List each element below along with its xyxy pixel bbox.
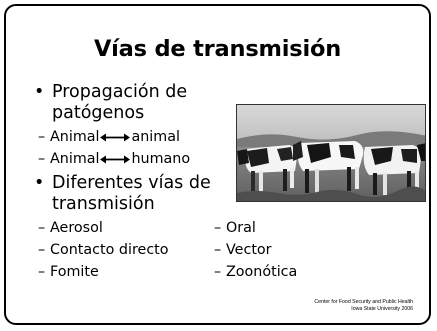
sub-dash: – [38, 220, 46, 236]
credit-line-1: Center for Food Security and Public Heal… [314, 299, 413, 305]
sub-left-label: Animal [50, 151, 100, 167]
sub-dash: – [38, 264, 46, 280]
double-arrow-icon [100, 155, 131, 163]
sub-dash: – [38, 129, 46, 145]
sub-right-label: animal [131, 129, 180, 145]
sub-dash: – [214, 242, 222, 258]
slide-title: Vías de transmisión [93, 36, 342, 62]
sub-item-contacto-directo: –Contacto directo [38, 241, 169, 259]
sub-item-aerosol: –Aerosol [38, 219, 103, 237]
sub-item-animal-animal: –Animal animal [38, 128, 180, 146]
sub-right-label: humano [131, 151, 191, 167]
bullet-propagation-line-1: Propagación de [52, 82, 188, 102]
bullet-dot: • [34, 82, 45, 102]
sub-label: Zoonótica [226, 264, 298, 280]
bullet-propagation-line-2: patógenos [52, 103, 145, 123]
sub-label: Fomite [50, 264, 99, 280]
sub-label: Oral [226, 220, 256, 236]
credit-text: Center for Food Security and Public Heal… [314, 299, 413, 313]
sub-dash: – [214, 264, 222, 280]
sub-item-animal-humano: –Animal humano [38, 150, 190, 168]
sub-label: Vector [226, 242, 272, 258]
sub-item-zoonotica: –Zoonótica [214, 263, 297, 281]
sub-item-oral: –Oral [214, 219, 256, 237]
bullet-routes-line-2: transmisión [52, 194, 155, 214]
sub-label: Contacto directo [50, 242, 169, 258]
sub-item-vector: –Vector [214, 241, 272, 259]
sub-dash: – [214, 220, 222, 236]
double-arrow-icon [100, 133, 131, 141]
bullet-dot: • [34, 173, 45, 193]
sub-item-fomite: –Fomite [38, 263, 99, 281]
sub-dash: – [38, 242, 46, 258]
cows-in-pasture-photo [236, 104, 426, 202]
bullet-routes-line-1: Diferentes vías de [52, 173, 211, 193]
slide: Vías de transmisión • Propagación de pat… [4, 4, 431, 325]
sub-left-label: Animal [50, 129, 100, 145]
sub-label: Aerosol [50, 220, 103, 236]
sub-dash: – [38, 151, 46, 167]
cows-illustration [237, 105, 425, 201]
credit-line-2: Iowa State University 2006 [351, 306, 413, 312]
